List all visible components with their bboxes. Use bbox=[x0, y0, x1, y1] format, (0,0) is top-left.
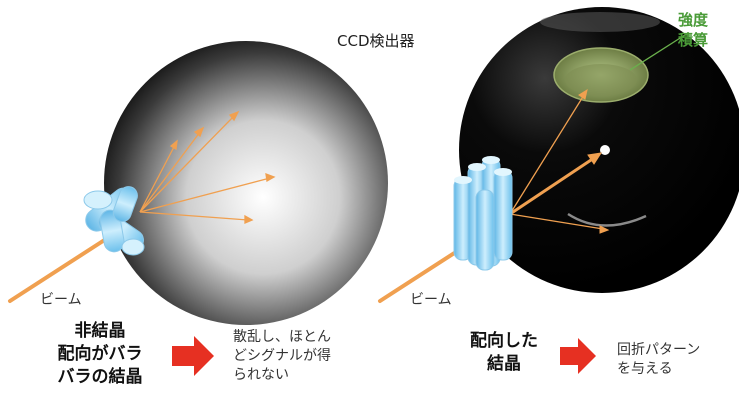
diffraction-arc-lower bbox=[567, 212, 647, 227]
amorphous-condition-label: 非結晶 配向がバラ バラの結晶 bbox=[57, 321, 143, 387]
left-incident-beam bbox=[8, 228, 122, 303]
diffraction-spot-upper bbox=[553, 47, 649, 103]
beam-label-left: ビーム bbox=[40, 292, 82, 308]
beam-label-right: ビーム bbox=[410, 292, 452, 308]
left-result-arrow bbox=[172, 336, 214, 376]
right-diffracted-arrows bbox=[509, 88, 610, 234]
intensity-pointer-line bbox=[629, 32, 689, 71]
diffraction-result-label: 回折パターン を与える bbox=[617, 342, 701, 377]
aligned-condition-label: 配向した 結晶 bbox=[470, 331, 538, 374]
left-scatter-arrows bbox=[139, 110, 276, 224]
intensity-integration-label: 強度 積算 bbox=[678, 11, 709, 49]
right-result-arrow bbox=[560, 338, 596, 374]
right-detector-sphere bbox=[459, 7, 739, 293]
aligned-crystal-bundle bbox=[453, 156, 513, 271]
detector-label: CCD検出器 bbox=[337, 32, 415, 50]
scatter-result-label: 散乱し、ほとん どシグナルが得 られない bbox=[233, 329, 331, 383]
amorphous-crystal-cluster bbox=[83, 186, 145, 256]
diffraction-spot-center bbox=[600, 145, 610, 155]
left-detector-sphere bbox=[104, 41, 388, 325]
